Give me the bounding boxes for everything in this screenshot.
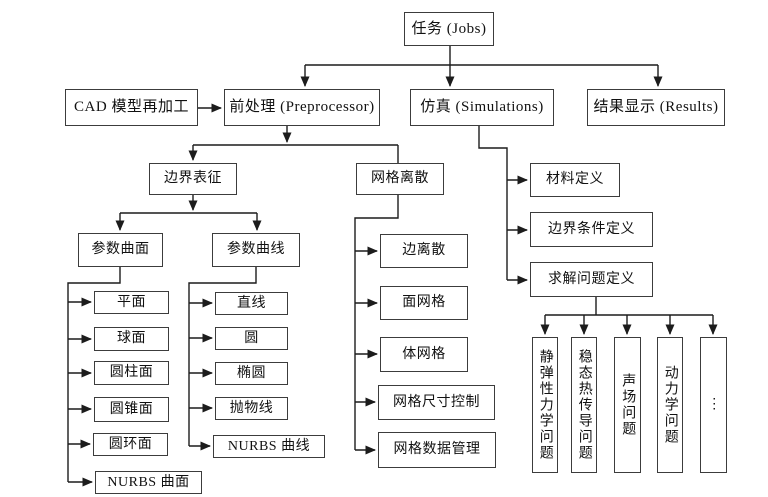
node-surface-mesh: 面网格 [380,286,468,320]
node-simulations: 仿真 (Simulations) [410,89,554,126]
node-solve-problem-definition: 求解问题定义 [530,262,653,297]
node-mesh-size-control: 网格尺寸控制 [378,385,495,420]
node-acoustic-field-problem: 声场问题 [614,337,641,473]
node-mesh-discretization: 网格离散 [356,163,444,195]
node-torus: 圆环面 [93,433,168,456]
node-static-elasticity-problem: 静弹性力学问题 [532,337,558,473]
node-preprocessor: 前处理 (Preprocessor) [224,89,380,126]
node-sphere: 球面 [94,327,169,351]
node-mesh-data-management: 网格数据管理 [378,432,496,468]
node-steady-heat-conduction-problem: 稳态热传导问题 [571,337,597,473]
node-nurbs-surface: NURBS 曲面 [95,471,202,494]
node-jobs: 任务 (Jobs) [404,12,494,46]
node-parabola: 抛物线 [215,397,288,420]
node-results: 结果显示 (Results) [587,89,725,126]
node-line-segment: 直线 [215,292,288,315]
node-material-definition: 材料定义 [530,163,620,197]
node-plane: 平面 [94,291,169,314]
node-dynamics-problem: 动力学问题 [657,337,683,473]
node-circle: 圆 [215,327,288,350]
node-parametric-curve: 参数曲线 [212,233,300,267]
node-cone: 圆锥面 [94,397,169,422]
node-nurbs-curve: NURBS 曲线 [213,435,325,458]
node-boundary-condition-definition: 边界条件定义 [530,212,653,247]
node-ellipse: 椭圆 [215,362,288,385]
node-cylinder: 圆柱面 [94,361,169,385]
node-cad-remodel: CAD 模型再加工 [65,89,198,126]
node-volume-mesh: 体网格 [380,337,468,372]
node-more-problems-ellipsis: ⋮ [700,337,727,473]
node-edge-discretization: 边离散 [380,234,468,268]
node-parametric-surface: 参数曲面 [78,233,163,267]
node-boundary-representation: 边界表征 [149,163,237,195]
